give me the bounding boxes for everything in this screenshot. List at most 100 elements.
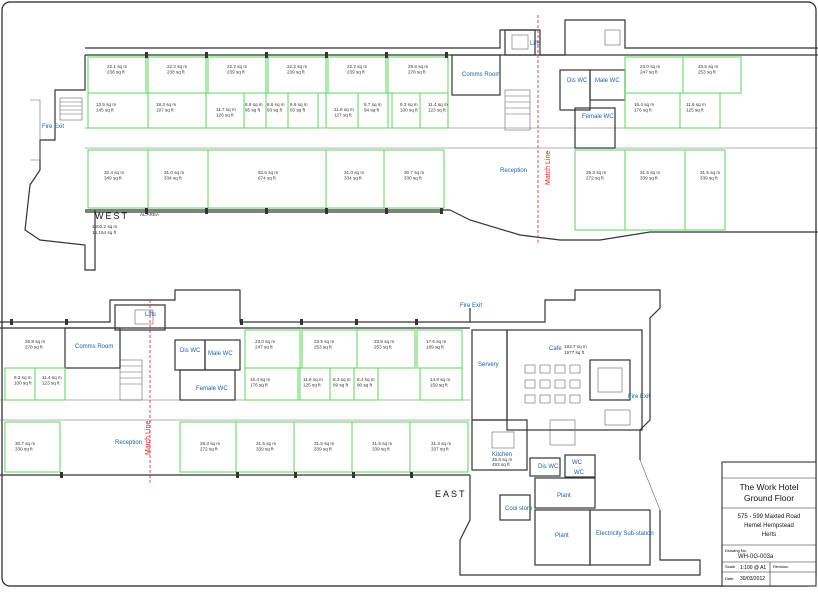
west-room-26-sqft: 272 sq ft — [586, 176, 604, 181]
east-room-16-sqm: 31.5 sq m — [314, 441, 334, 446]
east-room-17-sqft: 339 sq ft — [372, 447, 390, 452]
east-male-wc-label: Male WC — [208, 351, 233, 357]
cafe-area-sqm: 183.7 sq m — [564, 344, 587, 349]
west-room-6-sqm: 25.8 sq m — [408, 64, 428, 69]
drawing-no-label: Drawing No. — [725, 548, 747, 553]
east-room-7-sqm: 11.4 sq m — [42, 375, 62, 380]
west-match-line-label: Match Line — [545, 151, 552, 185]
kitchen-area-sqft: 493 sq ft — [492, 462, 510, 467]
west-room-21-sqm: 30.7 sq m — [404, 170, 424, 175]
east-room-18-sqm: 31.3 sq m — [431, 441, 451, 446]
title-block-floor: Ground Floor — [744, 493, 794, 503]
west-room-18-sqm: 31.0 sq m — [164, 170, 184, 175]
title-block: The Work Hotel Ground Floor 575 - 599 Ma… — [721, 461, 817, 587]
east-room-11-sqft: 90 sq ft — [357, 383, 373, 388]
east-room-5-sqft: 189 sq ft — [426, 345, 444, 350]
west-room-22-sqft: 247 sq ft — [640, 70, 658, 75]
west-reception-label: Reception — [500, 168, 527, 174]
west-room-27-sqm: 31.5 sq m — [640, 170, 660, 175]
east-room-14-sqm: 25.3 sq m — [200, 441, 220, 446]
title-block-address-3: Herts — [762, 532, 776, 538]
west-room-9-sqm: 11.7 sq m — [216, 107, 236, 112]
west-room-5-sqft: 239 sq ft — [347, 70, 365, 75]
east-dis-wc-2-label: Dis WC — [538, 464, 559, 470]
east-comms-room-label: Comms Room — [75, 344, 113, 350]
west-room-25-sqm: 11.6 sq m — [686, 102, 706, 107]
west-room-11-sqft: 93 sq ft — [267, 108, 283, 113]
west-room-15-sqm: 9.3 sq m — [400, 102, 418, 107]
revision-label: Revision — [773, 564, 788, 569]
kitchen-area-sqm: 45.8 sq m — [492, 457, 512, 462]
west-male-wc-label: Male WC — [595, 78, 620, 84]
west-room-3-sqm: 22.2 sq m — [227, 64, 247, 69]
west-room-1-sqm: 22.1 sq m — [107, 64, 127, 69]
east-room-10-sqft: 89 sq ft — [333, 383, 349, 388]
east-dis-wc-label: Dis WC — [180, 348, 201, 354]
west-room-12-sqft: 93 sq ft — [290, 108, 306, 113]
plant-label-1: Plant — [557, 493, 571, 499]
east-room-5-sqm: 17.6 sq m — [426, 339, 446, 344]
west-total-sqft: 16,164 sq ft — [92, 230, 117, 235]
east-room-16-sqft: 339 sq ft — [314, 447, 332, 452]
west-room-3-sqft: 239 sq ft — [227, 70, 245, 75]
west-room-2-sqft: 238 sq ft — [167, 70, 185, 75]
east-room-12-sqm: 14.8 sq m — [430, 377, 450, 382]
west-room-19-sqft: 674 sq ft — [258, 176, 276, 181]
west-room-7-sqft: 145 sq ft — [96, 108, 114, 113]
east-room-8-sqm: 16.4 sq m — [250, 377, 270, 382]
servery-label: Servery — [478, 362, 499, 368]
cafe-label: Cafe — [549, 346, 562, 352]
west-room-26-sqm: 25.3 sq m — [586, 170, 606, 175]
east-female-wc-label: Female WC — [196, 386, 228, 392]
east-room-15-sqm: 31.5 sq m — [256, 441, 276, 446]
west-dis-wc-label: Dis WC — [567, 78, 588, 84]
east-wc-2-label: WC — [574, 470, 585, 476]
west-room-5-sqm: 22.2 sq m — [347, 64, 367, 69]
west-room-12-sqm: 8.6 sq m — [290, 102, 308, 107]
scale-value: 1:100 @ A1 — [740, 565, 766, 571]
west-room-27-sqft: 339 sq ft — [640, 176, 658, 181]
west-room-22-sqm: 23.0 sq m — [640, 64, 660, 69]
title-block-address-1: 575 - 599 Maxted Road — [738, 514, 801, 520]
east-wing-title: EAST — [435, 489, 467, 499]
east-room-15-sqft: 339 sq ft — [256, 447, 274, 452]
east-room-9-sqft: 125 sq ft — [303, 383, 321, 388]
east-room-12-sqft: 159 sq ft — [430, 383, 448, 388]
east-room-10-sqm: 8.3 sq m — [333, 377, 351, 382]
east-room-7-sqft: 123 sq ft — [42, 381, 60, 386]
east-room-2-sqft: 247 sq ft — [255, 345, 273, 350]
west-room-28-sqft: 339 sq ft — [700, 176, 718, 181]
west-area-label: AL AREA — [140, 212, 160, 217]
east-room-6-sqm: 9.3 sq m — [14, 375, 32, 380]
east-room-4-sqft: 253 sq ft — [374, 345, 392, 350]
west-room-28-sqm: 31.5 sq m — [700, 170, 720, 175]
west-room-25-sqft: 125 sq ft — [686, 108, 704, 113]
cool-store-label: Cool store — [505, 506, 533, 512]
west-room-21-sqft: 330 sq ft — [404, 176, 422, 181]
west-room-6-sqft: 278 sq ft — [408, 70, 426, 75]
east-room-13-sqm: 30.7 sq m — [15, 441, 35, 446]
west-room-14-sqm: 8.7 sq m — [364, 102, 382, 107]
east-fire-exit-right-label: Fire Exit — [628, 394, 650, 400]
east-room-1-sqft: 278 sq ft — [25, 345, 43, 350]
east-fire-exit-top-label: Fire Exit — [460, 303, 482, 309]
west-room-23-sqft: 253 sq ft — [698, 70, 716, 75]
west-room-24-sqm: 16.4 sq m — [634, 102, 654, 107]
west-room-16-sqft: 123 sq ft — [428, 108, 446, 113]
west-comms-room-label: Comms Room — [462, 72, 500, 78]
east-lifts-label: Lifts — [145, 312, 156, 318]
east-match-line-label: Match Line — [145, 421, 152, 455]
plant-label-2: Plant — [555, 533, 569, 539]
west-female-wc-label: Female WC — [582, 114, 614, 120]
west-room-7-sqm: 13.5 sq m — [96, 102, 116, 107]
east-room-13-sqft: 330 sq ft — [15, 447, 33, 452]
west-total-sqm: 1502.2 sq m — [92, 224, 117, 229]
west-room-2-sqm: 22.2 sq m — [167, 64, 187, 69]
west-room-10-sqm: 8.8 sq m — [245, 102, 263, 107]
west-room-4-sqft: 239 sq ft — [287, 70, 305, 75]
west-room-18-sqft: 334 sq ft — [164, 176, 182, 181]
east-room-11-sqm: 8.4 sq m — [357, 377, 375, 382]
scale-label: Scale — [725, 564, 736, 569]
